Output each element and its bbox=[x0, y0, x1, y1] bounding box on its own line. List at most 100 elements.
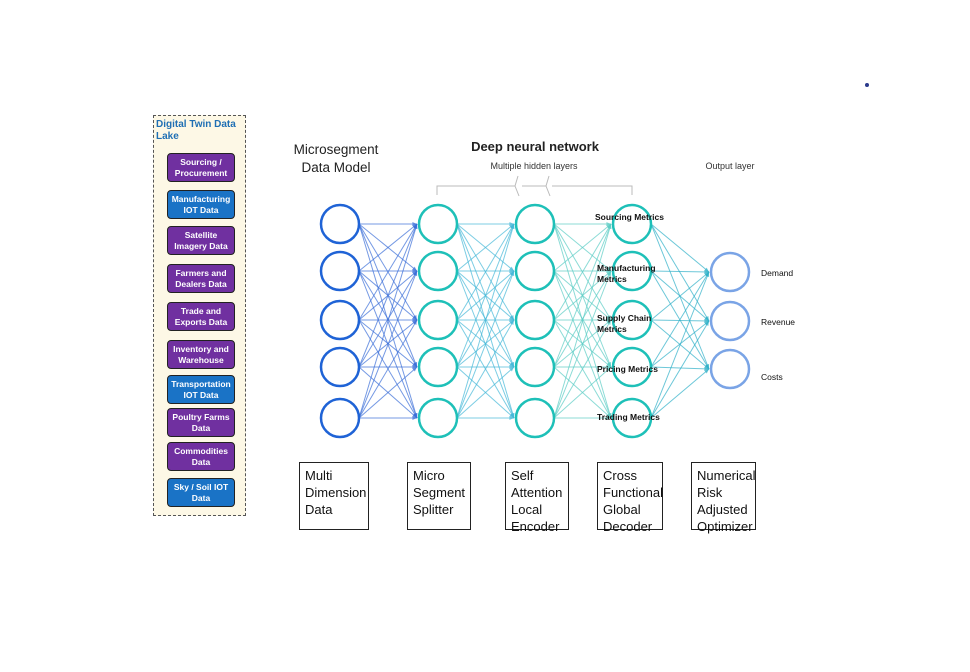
data-lake-title: Digital Twin Data Lake bbox=[156, 119, 236, 142]
edge-hidden3-4-output-2 bbox=[650, 368, 710, 419]
arrowhead bbox=[510, 224, 515, 229]
edge-hidden2-4-hidden3-2 bbox=[553, 319, 612, 419]
arrowhead bbox=[412, 416, 417, 420]
node-hidden3-4 bbox=[611, 397, 653, 439]
hidden-layers-label: Multiple hidden layers bbox=[490, 161, 578, 171]
node-hidden3-3 bbox=[611, 346, 653, 388]
arrowhead bbox=[509, 413, 514, 418]
arrowhead bbox=[606, 269, 611, 273]
metric-trading: Trading Metrics bbox=[597, 412, 660, 422]
node-input-3 bbox=[319, 346, 361, 388]
microsegment-heading: Microsegment Data Model bbox=[293, 142, 379, 175]
step-risk-optimizer: Numerical Risk Adjusted Optimizer bbox=[691, 462, 756, 534]
arrowhead bbox=[510, 271, 515, 276]
arrowhead bbox=[704, 321, 709, 326]
arrowhead bbox=[509, 416, 514, 420]
source-inventory: Inventory and Warehouse bbox=[167, 340, 235, 369]
node-output-0 bbox=[709, 251, 751, 293]
network-edges bbox=[358, 222, 710, 420]
step-multi-dimension: Multi Dimension Data bbox=[299, 462, 369, 530]
node-hidden3-2 bbox=[611, 299, 653, 341]
network-nodes bbox=[319, 203, 751, 439]
node-hidden1-3 bbox=[417, 346, 459, 388]
arrowhead bbox=[606, 318, 611, 322]
edge-hidden3-0-output-0 bbox=[650, 223, 710, 273]
edge-hidden1-4-hidden2-0 bbox=[456, 223, 515, 419]
edge-hidden3-2-output-1 bbox=[650, 319, 710, 322]
arrowhead bbox=[413, 271, 418, 276]
edge-hidden2-1-hidden3-0 bbox=[553, 223, 612, 272]
arrowhead bbox=[606, 413, 611, 418]
node-hidden3-0 bbox=[611, 203, 653, 245]
metric-manufacturing: Manufacturing Metrics bbox=[597, 263, 656, 284]
arrowhead bbox=[606, 222, 611, 226]
edge-hidden1-3-hidden2-1 bbox=[456, 270, 515, 368]
node-hidden3-1 bbox=[611, 250, 653, 292]
arrowhead bbox=[509, 367, 514, 372]
arrowhead bbox=[606, 416, 611, 420]
edge-hidden2-4-hidden3-3 bbox=[553, 366, 612, 419]
edge-hidden2-4-hidden3-0 bbox=[553, 223, 612, 419]
hidden-layers-bracket bbox=[436, 175, 633, 197]
edge-hidden3-3-output-2 bbox=[650, 366, 710, 370]
arrowhead bbox=[704, 316, 709, 321]
deep-network-heading: Deep neural network bbox=[471, 139, 599, 154]
source-satellite: Satellite Imagery Data bbox=[167, 226, 235, 255]
step-cross-functional: Cross Functional Global Decoder bbox=[597, 462, 663, 534]
edge-hidden3-4-output-0 bbox=[650, 271, 710, 419]
source-transportation-iot: Transportation IOT Data bbox=[167, 375, 235, 404]
arrowhead bbox=[413, 224, 418, 229]
metric-supply-chain: Supply Chain Metrics bbox=[597, 313, 652, 334]
arrowhead bbox=[509, 315, 514, 320]
edge-hidden3-0-output-1 bbox=[650, 223, 710, 322]
edge-hidden3-3-output-0 bbox=[650, 271, 710, 368]
source-poultry: Poultry Farms Data bbox=[167, 408, 235, 437]
node-hidden1-2 bbox=[417, 299, 459, 341]
node-output-2 bbox=[709, 348, 751, 390]
arrowhead bbox=[607, 320, 611, 325]
arrowhead bbox=[607, 271, 612, 276]
edge-hidden1-3-hidden2-0 bbox=[456, 223, 515, 368]
edge-hidden3-1-output-0 bbox=[650, 270, 710, 273]
output-demand-label: Demand bbox=[761, 268, 794, 278]
step-self-attention: Self Attention Local Encoder bbox=[505, 462, 569, 534]
edge-hidden1-4-hidden2-2 bbox=[456, 319, 515, 419]
arrowhead bbox=[509, 222, 514, 226]
marker-dot bbox=[865, 83, 869, 87]
node-hidden2-4 bbox=[514, 397, 556, 439]
arrowhead bbox=[412, 367, 417, 372]
node-hidden2-0 bbox=[514, 203, 556, 245]
metric-sourcing: Sourcing Metrics bbox=[595, 212, 664, 222]
arrowhead bbox=[412, 320, 417, 325]
node-hidden1-1 bbox=[417, 250, 459, 292]
edge-hidden2-3-hidden3-0 bbox=[553, 223, 612, 368]
edge-input-4-hidden1-3 bbox=[358, 366, 418, 419]
edge-hidden2-3-hidden3-1 bbox=[553, 270, 612, 368]
edge-input-4-hidden1-2 bbox=[358, 319, 418, 419]
edge-input-3-hidden1-1 bbox=[358, 270, 418, 368]
node-hidden1-0 bbox=[417, 203, 459, 245]
arrowhead bbox=[509, 318, 514, 322]
node-hidden2-1 bbox=[514, 250, 556, 292]
arrowhead bbox=[607, 224, 612, 229]
edge-hidden1-4-hidden2-1 bbox=[456, 270, 515, 419]
edge-input-3-hidden1-0 bbox=[358, 223, 418, 368]
edge-hidden1-1-hidden2-0 bbox=[456, 223, 515, 272]
edge-input-4-hidden1-1 bbox=[358, 270, 418, 419]
node-input-4 bbox=[319, 397, 361, 439]
node-input-1 bbox=[319, 250, 361, 292]
arrowhead bbox=[606, 315, 611, 320]
output-layer-label: Output layer bbox=[705, 161, 755, 171]
edge-input-2-hidden1-0 bbox=[358, 223, 418, 321]
source-trade-exports: Trade and Exports Data bbox=[167, 302, 235, 331]
node-hidden1-4 bbox=[417, 397, 459, 439]
edge-hidden2-2-hidden3-0 bbox=[553, 223, 612, 321]
arrowhead bbox=[412, 365, 417, 369]
arrowhead bbox=[704, 366, 709, 371]
node-input-0 bbox=[319, 203, 361, 245]
arrowhead bbox=[705, 272, 710, 277]
arrowhead bbox=[704, 318, 709, 323]
arrowhead bbox=[509, 365, 514, 369]
arrowhead bbox=[412, 269, 417, 273]
